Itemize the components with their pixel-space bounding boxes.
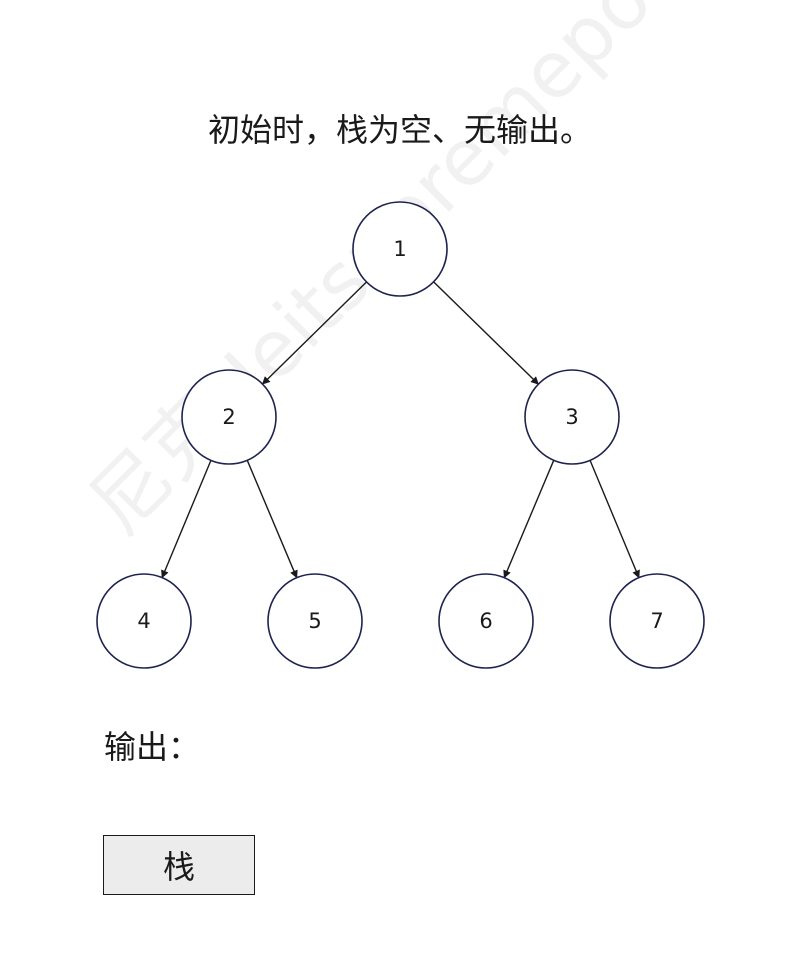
node-label: 1 — [393, 237, 406, 261]
diagram-caption: 初始时，栈为空、无输出。 — [207, 111, 592, 149]
tree-node-3: 3 — [524, 369, 620, 465]
node-circle — [352, 201, 448, 297]
tree-nodes: 1 2 3 4 5 6 7 — [96, 201, 705, 669]
node-label: 4 — [137, 609, 150, 633]
edge-3-to-7 — [589, 460, 640, 579]
stack-box: 栈 — [103, 835, 255, 895]
edge-1-to-3 — [433, 281, 539, 385]
node-label: 6 — [479, 609, 492, 633]
edge-3-to-6 — [503, 460, 555, 579]
stack-label: 栈 — [162, 848, 195, 886]
tree-node-7: 7 — [609, 573, 705, 669]
node-circle — [609, 573, 705, 669]
tree-node-2: 2 — [181, 369, 277, 465]
tree-node-4: 4 — [96, 573, 192, 669]
tree-node-1: 1 — [352, 201, 448, 297]
node-label: 2 — [222, 405, 235, 429]
node-circle — [96, 573, 192, 669]
tree-edges — [161, 281, 640, 579]
edge-1-to-2 — [261, 281, 367, 385]
edge-2-to-4 — [161, 460, 212, 579]
node-circle — [524, 369, 620, 465]
node-circle — [267, 573, 363, 669]
node-label: 7 — [650, 609, 663, 633]
output-label: 输出： — [104, 728, 201, 766]
tree-node-5: 5 — [267, 573, 363, 669]
tree-node-6: 6 — [438, 573, 534, 669]
edge-2-to-5 — [246, 460, 298, 579]
node-circle — [181, 369, 277, 465]
node-circle — [438, 573, 534, 669]
node-label: 5 — [308, 609, 321, 633]
node-label: 3 — [565, 405, 578, 429]
